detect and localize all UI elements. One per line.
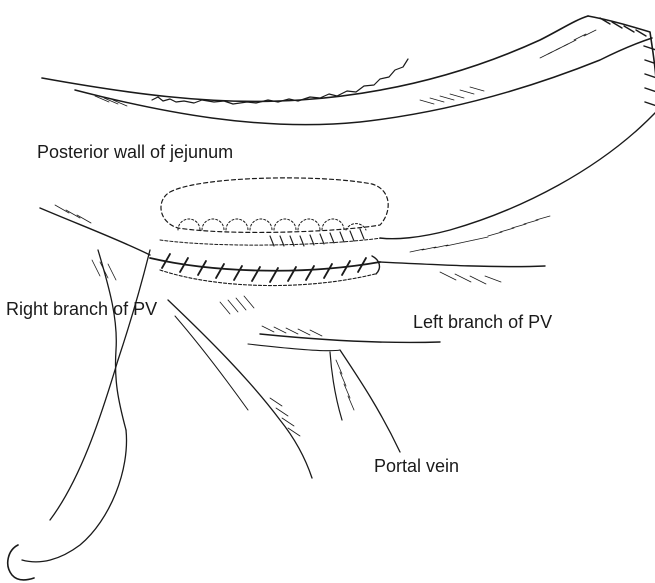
jejunum-descending-line bbox=[380, 112, 655, 239]
portal-structures bbox=[168, 296, 440, 478]
label-posterior-wall-of-jejunum: Posterior wall of jejunum bbox=[37, 143, 233, 161]
left-branch-pv-upper bbox=[260, 334, 440, 343]
jejunal-opening-outline bbox=[161, 178, 388, 233]
central-diagonal-b bbox=[175, 316, 248, 410]
anastomosis bbox=[150, 178, 388, 286]
right-branch-line-b bbox=[98, 250, 126, 430]
central-diagonal-a bbox=[168, 300, 312, 478]
left-contour bbox=[22, 430, 127, 562]
label-left-branch-of-pv: Left branch of PV bbox=[413, 313, 552, 331]
tissue-curl bbox=[8, 545, 34, 580]
label-portal-vein: Portal vein bbox=[374, 457, 459, 475]
jejunum-end bbox=[588, 16, 655, 112]
central-hatching bbox=[220, 296, 300, 436]
left-contour-b bbox=[50, 360, 118, 520]
jejunum-upper-edge bbox=[42, 16, 588, 101]
jejunum-mucosal-edge bbox=[152, 59, 408, 104]
portal-vein-left bbox=[330, 352, 342, 420]
mucosal-scallops bbox=[178, 219, 366, 230]
jejunum-lower-edge bbox=[75, 38, 652, 125]
jejunum-hatching bbox=[95, 30, 596, 106]
jejunum-loop bbox=[42, 16, 655, 239]
left-hatching bbox=[92, 260, 116, 280]
hilar-right-line bbox=[380, 262, 545, 267]
hilar-left-line bbox=[40, 208, 150, 255]
portal-vein-right bbox=[340, 350, 400, 452]
anastomosis-right-end bbox=[372, 256, 379, 274]
label-right-branch-of-pv: Right branch of PV bbox=[6, 300, 157, 318]
left-branch-pv-lower bbox=[248, 344, 340, 351]
